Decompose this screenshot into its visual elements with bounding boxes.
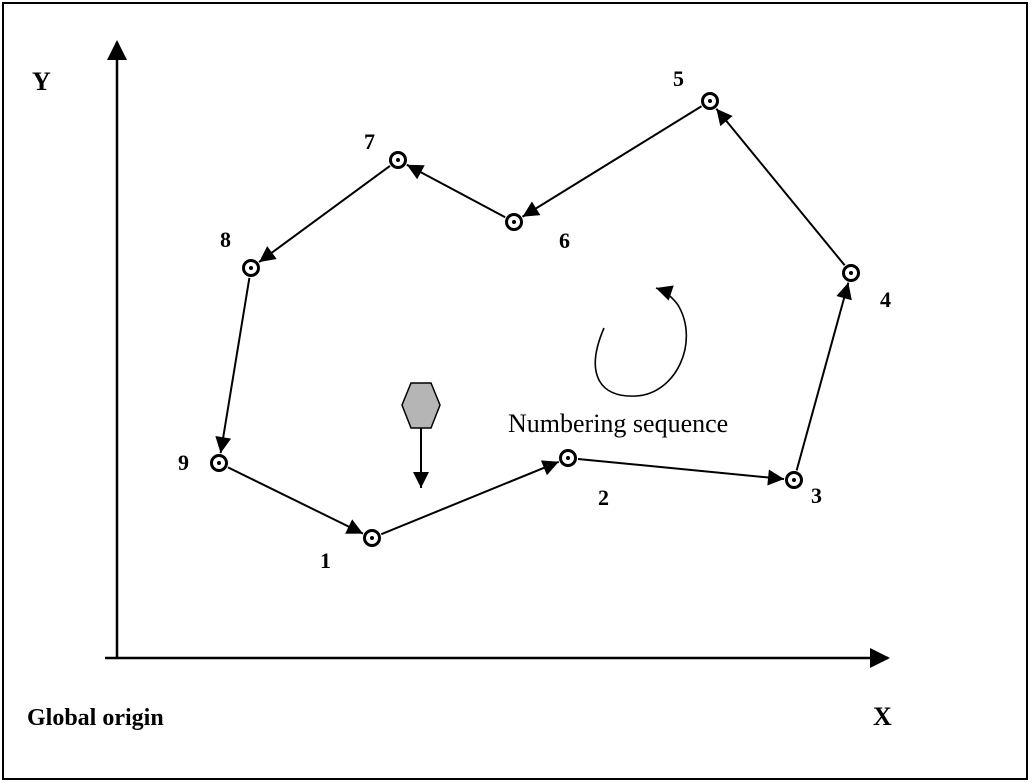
node-3-center bbox=[792, 478, 796, 482]
node-5-label: 5 bbox=[673, 66, 684, 91]
global-origin-label: Global origin bbox=[27, 705, 164, 731]
edge-7-to-8 bbox=[258, 165, 391, 263]
node-1-label: 1 bbox=[320, 548, 331, 573]
node-5-center bbox=[708, 99, 712, 103]
node-6-label: 6 bbox=[559, 228, 570, 253]
node-2-center bbox=[566, 456, 570, 460]
hexagon-marker-icon bbox=[401, 382, 441, 429]
rotation-arrow-icon bbox=[594, 285, 688, 397]
edge-9-to-1 bbox=[227, 466, 364, 535]
edge-group bbox=[215, 105, 852, 536]
edge-4-to-5 bbox=[715, 108, 846, 266]
numbering-sequence-caption: Numbering sequence bbox=[508, 409, 728, 438]
node-4-center bbox=[849, 271, 853, 275]
node-1-center bbox=[370, 536, 374, 540]
edge-5-to-6 bbox=[521, 105, 703, 218]
node-7-center bbox=[396, 158, 400, 162]
edge-1-to-2 bbox=[380, 460, 560, 536]
node-7-label: 7 bbox=[364, 129, 375, 154]
node-9-label: 9 bbox=[178, 450, 189, 475]
node-8-label: 8 bbox=[220, 227, 231, 252]
y-axis-label: Y bbox=[32, 67, 51, 96]
node-4-label: 4 bbox=[880, 287, 891, 312]
node-group: 1 2 3 4 5 6 7 8 9 bbox=[178, 66, 891, 573]
node-6-center bbox=[512, 220, 516, 224]
node-8-center bbox=[249, 266, 253, 270]
node-3-label: 3 bbox=[811, 483, 822, 508]
edge-6-to-7 bbox=[406, 163, 506, 219]
edge-2-to-3 bbox=[577, 457, 785, 486]
edge-8-to-9 bbox=[215, 277, 251, 454]
node-9-center bbox=[217, 461, 221, 465]
node-2-label: 2 bbox=[598, 485, 609, 510]
x-axis-label: X bbox=[873, 702, 892, 731]
edge-3-to-4 bbox=[795, 282, 852, 471]
